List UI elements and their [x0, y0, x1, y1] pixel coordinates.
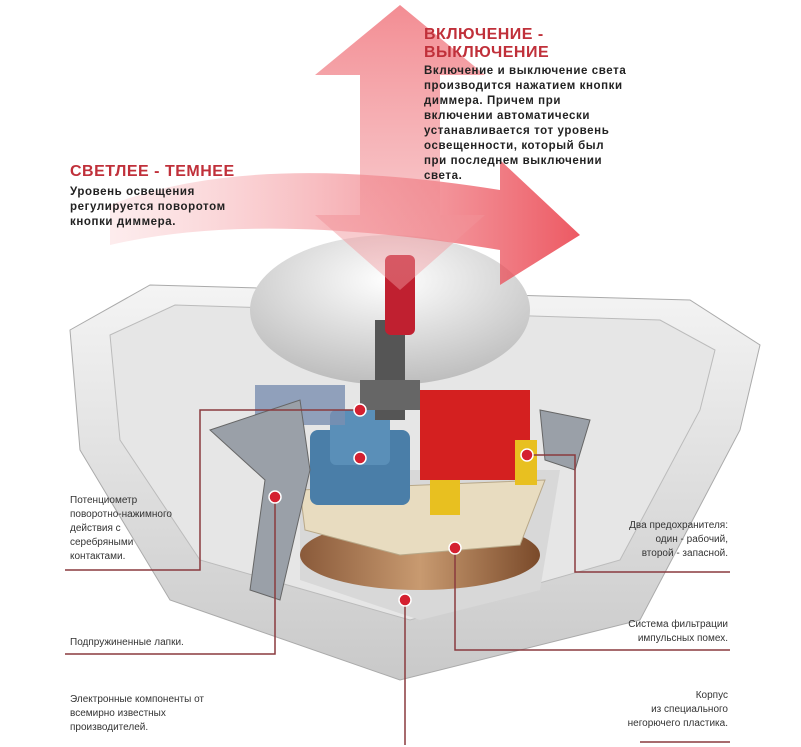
- on-off-arrow: [315, 5, 485, 290]
- callout-line: Система фильтрации: [628, 619, 728, 630]
- on-off-description: Включение и выключение света производитс…: [424, 64, 626, 184]
- callout-line: действия с: [70, 523, 121, 534]
- callout-line: импульсных помех.: [637, 633, 728, 644]
- callout-line: контактами.: [70, 551, 126, 562]
- callout-line: один - рабочий,: [655, 534, 728, 545]
- desc-line: устанавливается тот уровень: [424, 125, 610, 137]
- brightness-description: Уровень освещения регулируется поворотом…: [70, 185, 226, 230]
- callout-line: Подпружиненные лапки.: [70, 637, 184, 648]
- callout-line: всемирно известных: [70, 708, 166, 719]
- callout-line: негорючего пластика.: [627, 718, 728, 729]
- on-off-title: ВКЛЮЧЕНИЕ - ВЫКЛЮЧЕНИЕ: [424, 26, 549, 62]
- brightness-title: СВЕТЛЕЕ - ТЕМНЕЕ: [70, 163, 235, 180]
- callout-fuses: Два предохранителя: один - рабочий, втор…: [629, 519, 728, 561]
- desc-line: кнопки диммера.: [70, 216, 177, 228]
- desc-line: света.: [424, 170, 463, 182]
- callout-dots: [268, 403, 534, 607]
- callout-line: Корпус: [695, 690, 728, 701]
- callout-electronics: Электронные компоненты от всемирно извес…: [70, 693, 204, 735]
- callout-line: поворотно-нажимного: [70, 509, 172, 520]
- callout-potentiometer: Потенциометр поворотно-нажимного действи…: [70, 494, 172, 564]
- callout-springs: Подпружиненные лапки.: [70, 636, 184, 650]
- callout-line: производителей.: [70, 722, 149, 733]
- leader-lines: [65, 409, 730, 745]
- callout-line: Два предохранителя:: [629, 520, 728, 531]
- callout-line: серебряными: [70, 537, 134, 548]
- callout-filter: Система фильтрации импульсных помех.: [628, 618, 728, 646]
- callout-line: Электронные компоненты от: [70, 694, 204, 705]
- callout-housing: Корпус из специального негорючего пласти…: [628, 689, 728, 731]
- desc-line: освещенности, который был: [424, 140, 605, 152]
- desc-line: регулируется поворотом: [70, 201, 226, 213]
- callout-line: Потенциометр: [70, 495, 138, 506]
- on-off-title-line2: ВЫКЛЮЧЕНИЕ: [424, 44, 550, 61]
- desc-line: Уровень освещения: [70, 186, 195, 198]
- desc-line: включении автоматически: [424, 110, 591, 122]
- housing: [299, 470, 560, 620]
- callout-line: из специального: [651, 704, 728, 715]
- on-off-title-line1: ВКЛЮЧЕНИЕ -: [424, 26, 544, 43]
- desc-line: диммера. Причем при: [424, 95, 562, 107]
- desc-line: Включение и выключение света: [424, 65, 627, 77]
- components: [255, 255, 537, 515]
- desc-line: производится нажатием кнопки: [424, 80, 623, 92]
- callout-line: второй - запасной.: [641, 548, 728, 559]
- desc-line: при последнем выключении: [424, 155, 603, 167]
